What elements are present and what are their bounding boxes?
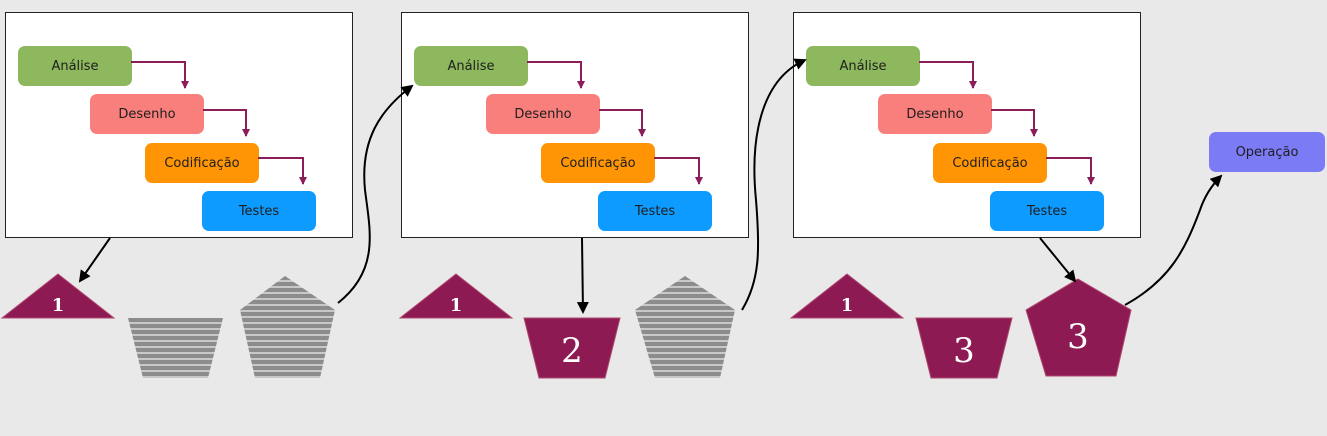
flow-arrow bbox=[258, 157, 307, 185]
flow-arrow bbox=[654, 157, 703, 185]
connector-to-panel-3 bbox=[741, 58, 807, 311]
flow-arrow bbox=[599, 109, 646, 137]
phase-testes-label: Testes bbox=[238, 203, 280, 219]
flow-arrows-panel-2 bbox=[527, 61, 703, 185]
connector-to-panel-2 bbox=[337, 84, 414, 304]
flow-arrow bbox=[203, 109, 250, 137]
increment-1-shape bbox=[789, 273, 905, 319]
phase-testes: Testes bbox=[598, 191, 712, 231]
increment-2-group-b: 3 bbox=[915, 317, 1013, 379]
phase-analise: Análise bbox=[414, 46, 528, 86]
phase-codificacao-label: Codificação bbox=[952, 155, 1028, 171]
phase-testes: Testes bbox=[990, 191, 1104, 231]
iteration-panel-1: Análise Desenho Codificação Testes bbox=[5, 12, 353, 238]
increment-2-label: 2 bbox=[561, 331, 583, 371]
connector-to-operation bbox=[1124, 174, 1223, 306]
phase-codificacao: Codificação bbox=[933, 143, 1047, 183]
flow-arrow bbox=[991, 109, 1038, 137]
increment-1-label: 1 bbox=[52, 295, 65, 316]
increment-2-shape bbox=[523, 317, 621, 379]
increment-1-shape bbox=[398, 273, 514, 319]
phase-desenho: Desenho bbox=[878, 94, 992, 134]
phase-testes-label: Testes bbox=[1026, 203, 1068, 219]
phase-desenho-label: Desenho bbox=[514, 106, 572, 122]
connector-panel1-to-increment1 bbox=[78, 237, 111, 283]
increment-2-shape bbox=[915, 317, 1013, 379]
increment-1-label: 1 bbox=[841, 295, 854, 316]
phase-testes-label: Testes bbox=[634, 203, 676, 219]
phase-analise-label: Análise bbox=[839, 58, 887, 74]
phase-desenho-label: Desenho bbox=[906, 106, 964, 122]
phase-codificacao: Codificação bbox=[541, 143, 655, 183]
increment-3-shape bbox=[1025, 278, 1132, 377]
iteration-panel-3: Análise Desenho Codificação Testes bbox=[793, 12, 1141, 238]
increment-1-shape bbox=[0, 273, 116, 319]
phase-testes: Testes bbox=[202, 191, 316, 231]
increment-1-group-a: 1 bbox=[0, 273, 116, 319]
pending-increment-3 bbox=[635, 276, 735, 378]
phase-codificacao: Codificação bbox=[145, 143, 259, 183]
flow-arrow bbox=[527, 61, 585, 89]
pending-increment-2 bbox=[128, 318, 223, 378]
flow-arrow bbox=[919, 61, 977, 89]
phase-analise-label: Análise bbox=[447, 58, 495, 74]
phase-analise: Análise bbox=[806, 46, 920, 86]
connector-panel3-to-increment3 bbox=[1039, 237, 1077, 283]
increment-1-group-c: 1 bbox=[789, 273, 905, 319]
flow-arrows-panel-1 bbox=[131, 61, 307, 185]
phase-codificacao-label: Codificação bbox=[560, 155, 636, 171]
increment-1-group-b: 1 bbox=[398, 273, 514, 319]
phase-desenho: Desenho bbox=[486, 94, 600, 134]
phase-desenho-label: Desenho bbox=[118, 106, 176, 122]
increment-2-group-a: 2 bbox=[523, 317, 621, 379]
phase-desenho: Desenho bbox=[90, 94, 204, 134]
phase-analise: Análise bbox=[18, 46, 132, 86]
phase-codificacao-label: Codificação bbox=[164, 155, 240, 171]
flow-arrow bbox=[131, 61, 189, 89]
flow-arrow bbox=[1046, 157, 1095, 185]
connector-panel2-to-increment2 bbox=[576, 237, 589, 314]
operation-box: Operação bbox=[1209, 132, 1325, 172]
pending-increment-3 bbox=[240, 276, 335, 378]
increment-3-group: 3 bbox=[1025, 278, 1132, 377]
operation-label: Operação bbox=[1235, 144, 1299, 160]
increment-1-label: 1 bbox=[450, 295, 463, 316]
increment-2-label: 3 bbox=[953, 331, 975, 371]
flow-arrows-panel-3 bbox=[919, 61, 1095, 185]
phase-analise-label: Análise bbox=[51, 58, 99, 74]
increment-3-label: 3 bbox=[1067, 317, 1089, 357]
iteration-panel-2: Análise Desenho Codificação Testes bbox=[401, 12, 749, 238]
